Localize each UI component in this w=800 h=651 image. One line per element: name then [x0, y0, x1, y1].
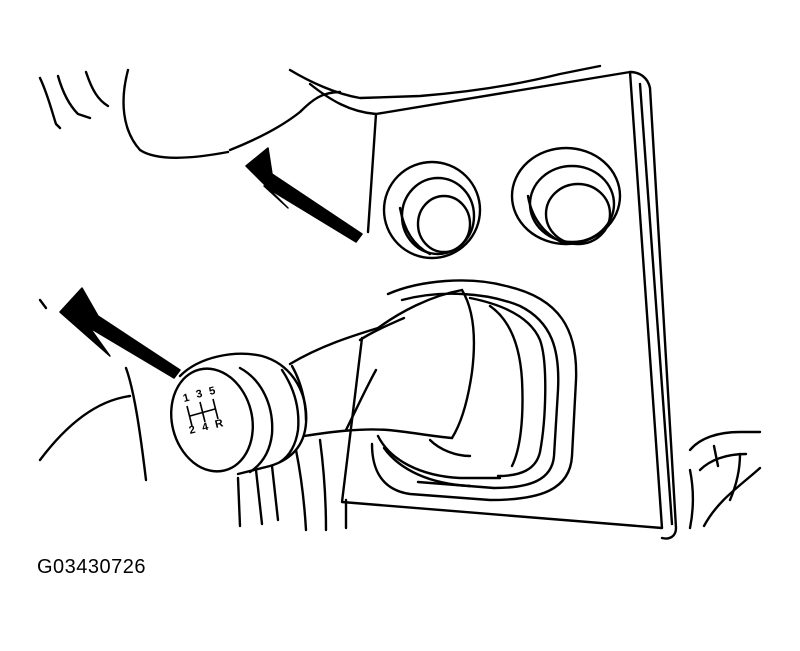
shift-pattern-digit: 4	[201, 421, 211, 434]
console-panel	[340, 70, 678, 540]
callout-arrow-icon	[245, 147, 363, 243]
shift-pattern-digit: 1	[182, 392, 191, 405]
shift-lever	[288, 288, 476, 440]
shift-pattern-digit: R	[214, 417, 225, 431]
dashboard-outline	[38, 64, 602, 159]
shift-knob	[170, 352, 308, 476]
figure-id-label: G03430726	[37, 556, 147, 578]
console-knob-right	[510, 146, 622, 246]
seat-outline	[38, 366, 348, 532]
callout-arrow-icon	[59, 287, 181, 379]
right-trim	[38, 298, 762, 530]
shift-pattern-label: 1 3 5 2 4 R	[182, 385, 225, 437]
shift-pattern-digit: 2	[188, 424, 197, 437]
shift-pattern-digit: 5	[208, 385, 217, 398]
shift-boot	[370, 279, 578, 502]
shift-pattern-digit: 3	[195, 388, 204, 401]
console-knob-left	[382, 160, 482, 260]
